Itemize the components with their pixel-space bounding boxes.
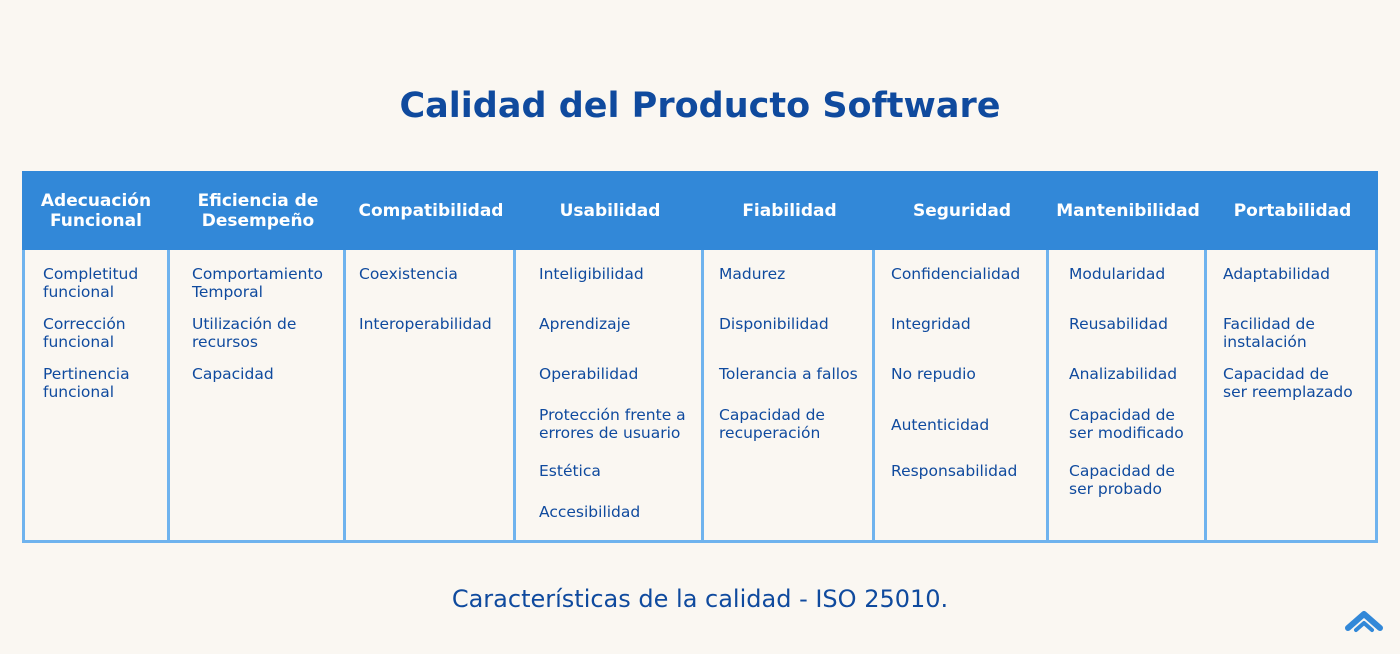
list-item: Capacidad de recuperación [719,406,825,442]
list-item: Disponibilidad [719,315,829,333]
list-item: Coexistencia [359,265,458,283]
list-item: Operabilidad [539,365,639,383]
page-title: Calidad del Producto Software [399,86,1001,126]
column-header: Usabilidad [516,171,704,250]
column-usabilidad: Usabilidad Inteligibilidad Aprendizaje O… [516,171,704,543]
list-item: Reusabilidad [1069,315,1168,333]
list-item: Adaptabilidad [1223,265,1331,283]
list-item: Interoperabilidad [359,315,492,333]
column-seguridad: Seguridad Confidencialidad Integridad No… [875,171,1049,543]
quality-characteristics-table: Adecuación Funcional Completitud funcion… [22,171,1378,543]
list-item: Madurez [719,265,786,283]
list-item: Comportamiento Temporal [192,265,324,301]
list-item: Integridad [891,315,971,333]
scroll-to-top-icon[interactable] [1344,608,1384,638]
column-mantenibilidad: Mantenibilidad Modularidad Reusabilidad … [1049,171,1207,543]
list-item: Inteligibilidad [539,265,644,283]
list-item: Protección frente a errores de usuario [539,406,686,442]
column-eficiencia-desempeno: Eficiencia de Desempeño Comportamiento T… [170,171,346,543]
column-header: Eficiencia de Desempeño [170,171,346,250]
list-item: Capacidad de ser modificado [1069,406,1184,442]
column-header: Portabilidad [1207,171,1378,250]
column-adecuacion-funcional: Adecuación Funcional Completitud funcion… [22,171,170,543]
column-body: Modularidad Reusabilidad Analizabilidad … [1049,250,1207,543]
column-body: Inteligibilidad Aprendizaje Operabilidad… [516,250,704,543]
list-item: Capacidad [192,365,274,383]
list-item: Capacidad de ser reemplazado [1223,365,1353,401]
column-header: Compatibilidad [346,171,516,250]
column-body: Confidencialidad Integridad No repudio A… [875,250,1049,543]
list-item: No repudio [891,365,976,383]
list-item: Facilidad de instalación [1223,315,1315,351]
column-body: Adaptabilidad Facilidad de instalación C… [1207,250,1378,543]
column-body: Coexistencia Interoperabilidad [346,250,516,543]
column-header: Fiabilidad [704,171,875,250]
list-item: Modularidad [1069,265,1166,283]
list-item: Corrección funcional [43,315,126,351]
list-item: Tolerancia a fallos [719,365,858,383]
caption: Características de la calidad - ISO 2501… [451,585,949,613]
list-item: Analizabilidad [1069,365,1178,383]
list-item: Accesibilidad [539,503,641,521]
column-portabilidad: Portabilidad Adaptabilidad Facilidad de … [1207,171,1378,543]
list-item: Estética [539,462,601,480]
column-fiabilidad: Fiabilidad Madurez Disponibilidad Tolera… [704,171,875,543]
list-item: Completitud funcional [43,265,139,301]
list-item: Confidencialidad [891,265,1021,283]
column-header: Seguridad [875,171,1049,250]
list-item: Autenticidad [891,416,990,434]
list-item: Pertinencia funcional [43,365,130,401]
column-body: Comportamiento Temporal Utilización de r… [170,250,346,543]
list-item: Responsabilidad [891,462,1018,480]
column-compatibilidad: Compatibilidad Coexistencia Interoperabi… [346,171,516,543]
column-body: Completitud funcional Corrección funcion… [22,250,170,543]
list-item: Utilización de recursos [192,315,297,351]
column-header: Mantenibilidad [1049,171,1207,250]
column-body: Madurez Disponibilidad Tolerancia a fall… [704,250,875,543]
list-item: Capacidad de ser probado [1069,462,1175,498]
column-header: Adecuación Funcional [22,171,170,250]
list-item: Aprendizaje [539,315,631,333]
